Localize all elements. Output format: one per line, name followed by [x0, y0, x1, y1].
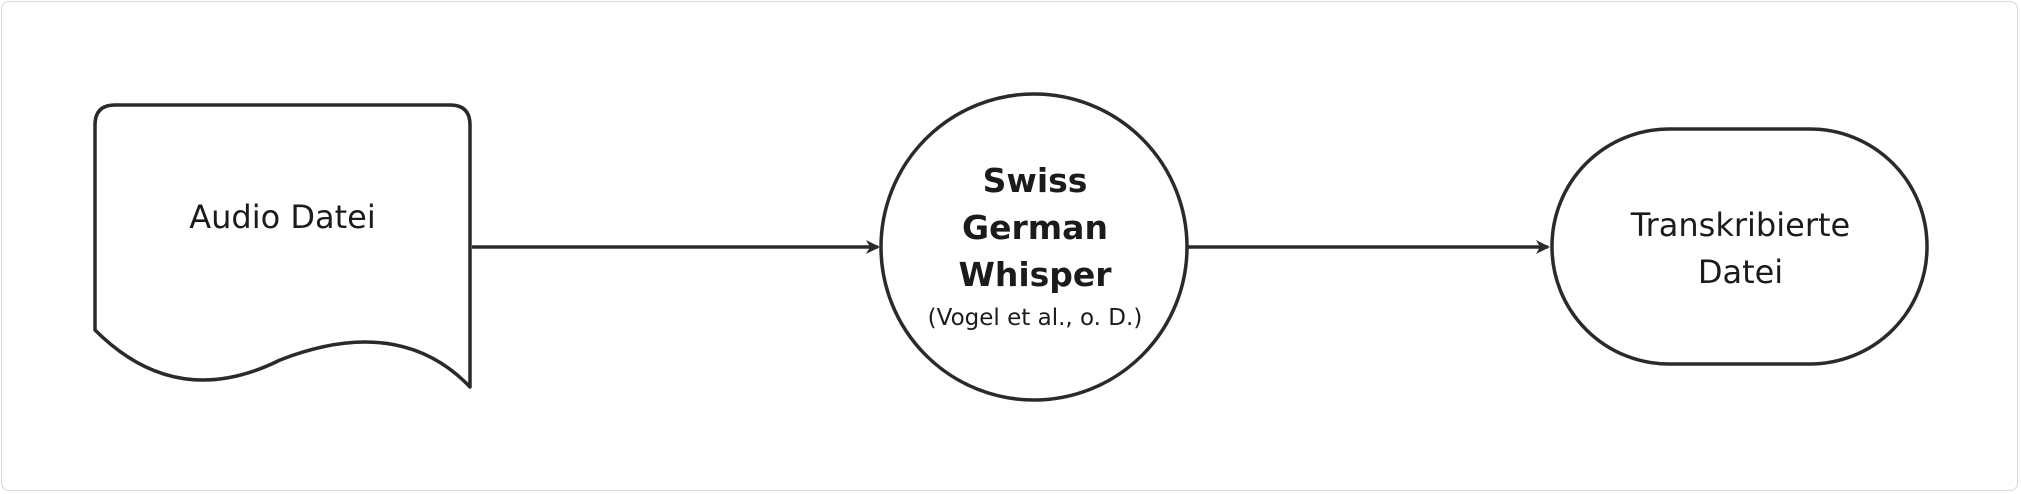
- document-shape[interactable]: [93, 103, 472, 389]
- process-node-title: Swiss German Whisper: [958, 161, 1112, 294]
- input-node-label: Audio Datei: [189, 198, 376, 236]
- output-node-label: Transkribierte Datei: [1630, 206, 1851, 291]
- process-circle[interactable]: [879, 92, 1189, 402]
- terminator-shape[interactable]: [1550, 127, 1929, 366]
- process-node-citation: (Vogel et al., o. D.): [927, 305, 1143, 331]
